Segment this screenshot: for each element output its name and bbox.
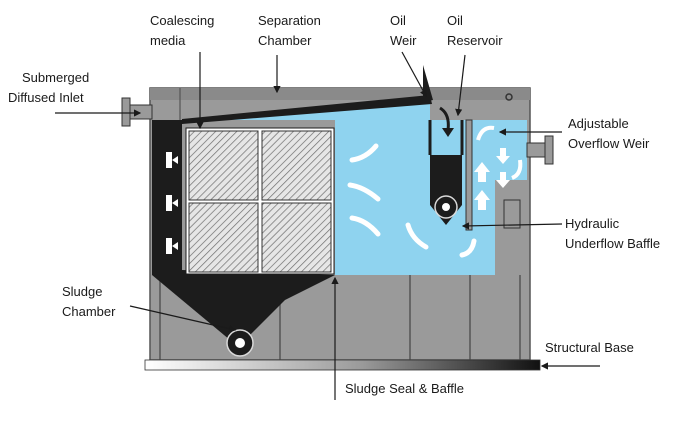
- flow-curve: [476, 125, 495, 141]
- flow-arrow: [166, 195, 178, 211]
- flow-curve: [405, 222, 429, 250]
- baffle-post: [503, 199, 521, 229]
- inlet-flow-arrows: [166, 152, 178, 254]
- leader-line: [461, 222, 563, 230]
- label-adjustable-weir: Adjustable Overflow Weir: [568, 116, 650, 151]
- label-sludge-chamber: Sludge Chamber: [62, 284, 116, 319]
- label-coalescing-media: Coalescing media: [150, 13, 218, 48]
- oil-film: [182, 95, 432, 124]
- label-oil-weir: Oil Weir: [390, 13, 417, 48]
- flow-arrow: [166, 152, 178, 168]
- structural-base: [144, 359, 541, 371]
- coalescing-media: [185, 127, 335, 275]
- flow-curve: [347, 182, 381, 202]
- down-arrow: [496, 172, 510, 188]
- flow-curve: [511, 159, 523, 180]
- flow-curve: [349, 143, 379, 163]
- oil-weir-plate: [423, 65, 433, 102]
- label-separation-chamber: Separation Chamber: [258, 13, 325, 48]
- underflow-baffle: [465, 119, 473, 231]
- label-sludge-seal: Sludge Seal & Baffle: [345, 381, 464, 396]
- label-oil-reservoir: Oil Reservoir: [447, 13, 503, 48]
- label-hydraulic-baffle: Hydraulic Underflow Baffle: [565, 216, 660, 251]
- up-arrow: [474, 162, 490, 182]
- media-block: [188, 202, 259, 273]
- bolt: [505, 93, 513, 101]
- flow-arrow: [166, 238, 178, 254]
- leader-line: [129, 305, 237, 333]
- outlet-flow-arrows: [474, 125, 523, 210]
- tank-top-rim: [150, 88, 530, 100]
- media-block: [188, 130, 259, 201]
- sludge-outlet-inner: [233, 336, 247, 350]
- label-submerged-inlet: Submerged Diffused Inlet: [8, 70, 93, 105]
- inlet-chamber: [152, 120, 335, 340]
- flow-curve: [459, 238, 477, 258]
- outlet-pipe: [526, 135, 554, 165]
- leader-lines: [55, 51, 600, 400]
- separation-flow-arrows: [347, 143, 477, 258]
- media-block: [261, 130, 332, 201]
- label-structural-base: Structural Base: [545, 340, 634, 355]
- water-region: [182, 103, 495, 275]
- inlet-pipe: [121, 97, 153, 127]
- oil-reservoir: [428, 106, 464, 225]
- oil-outlet-inner: [440, 201, 452, 213]
- media-block: [261, 202, 332, 273]
- flow-curve: [349, 215, 381, 237]
- up-arrow: [474, 190, 490, 210]
- leader-line: [455, 54, 466, 117]
- leader-line: [401, 51, 427, 98]
- down-arrow: [496, 148, 510, 164]
